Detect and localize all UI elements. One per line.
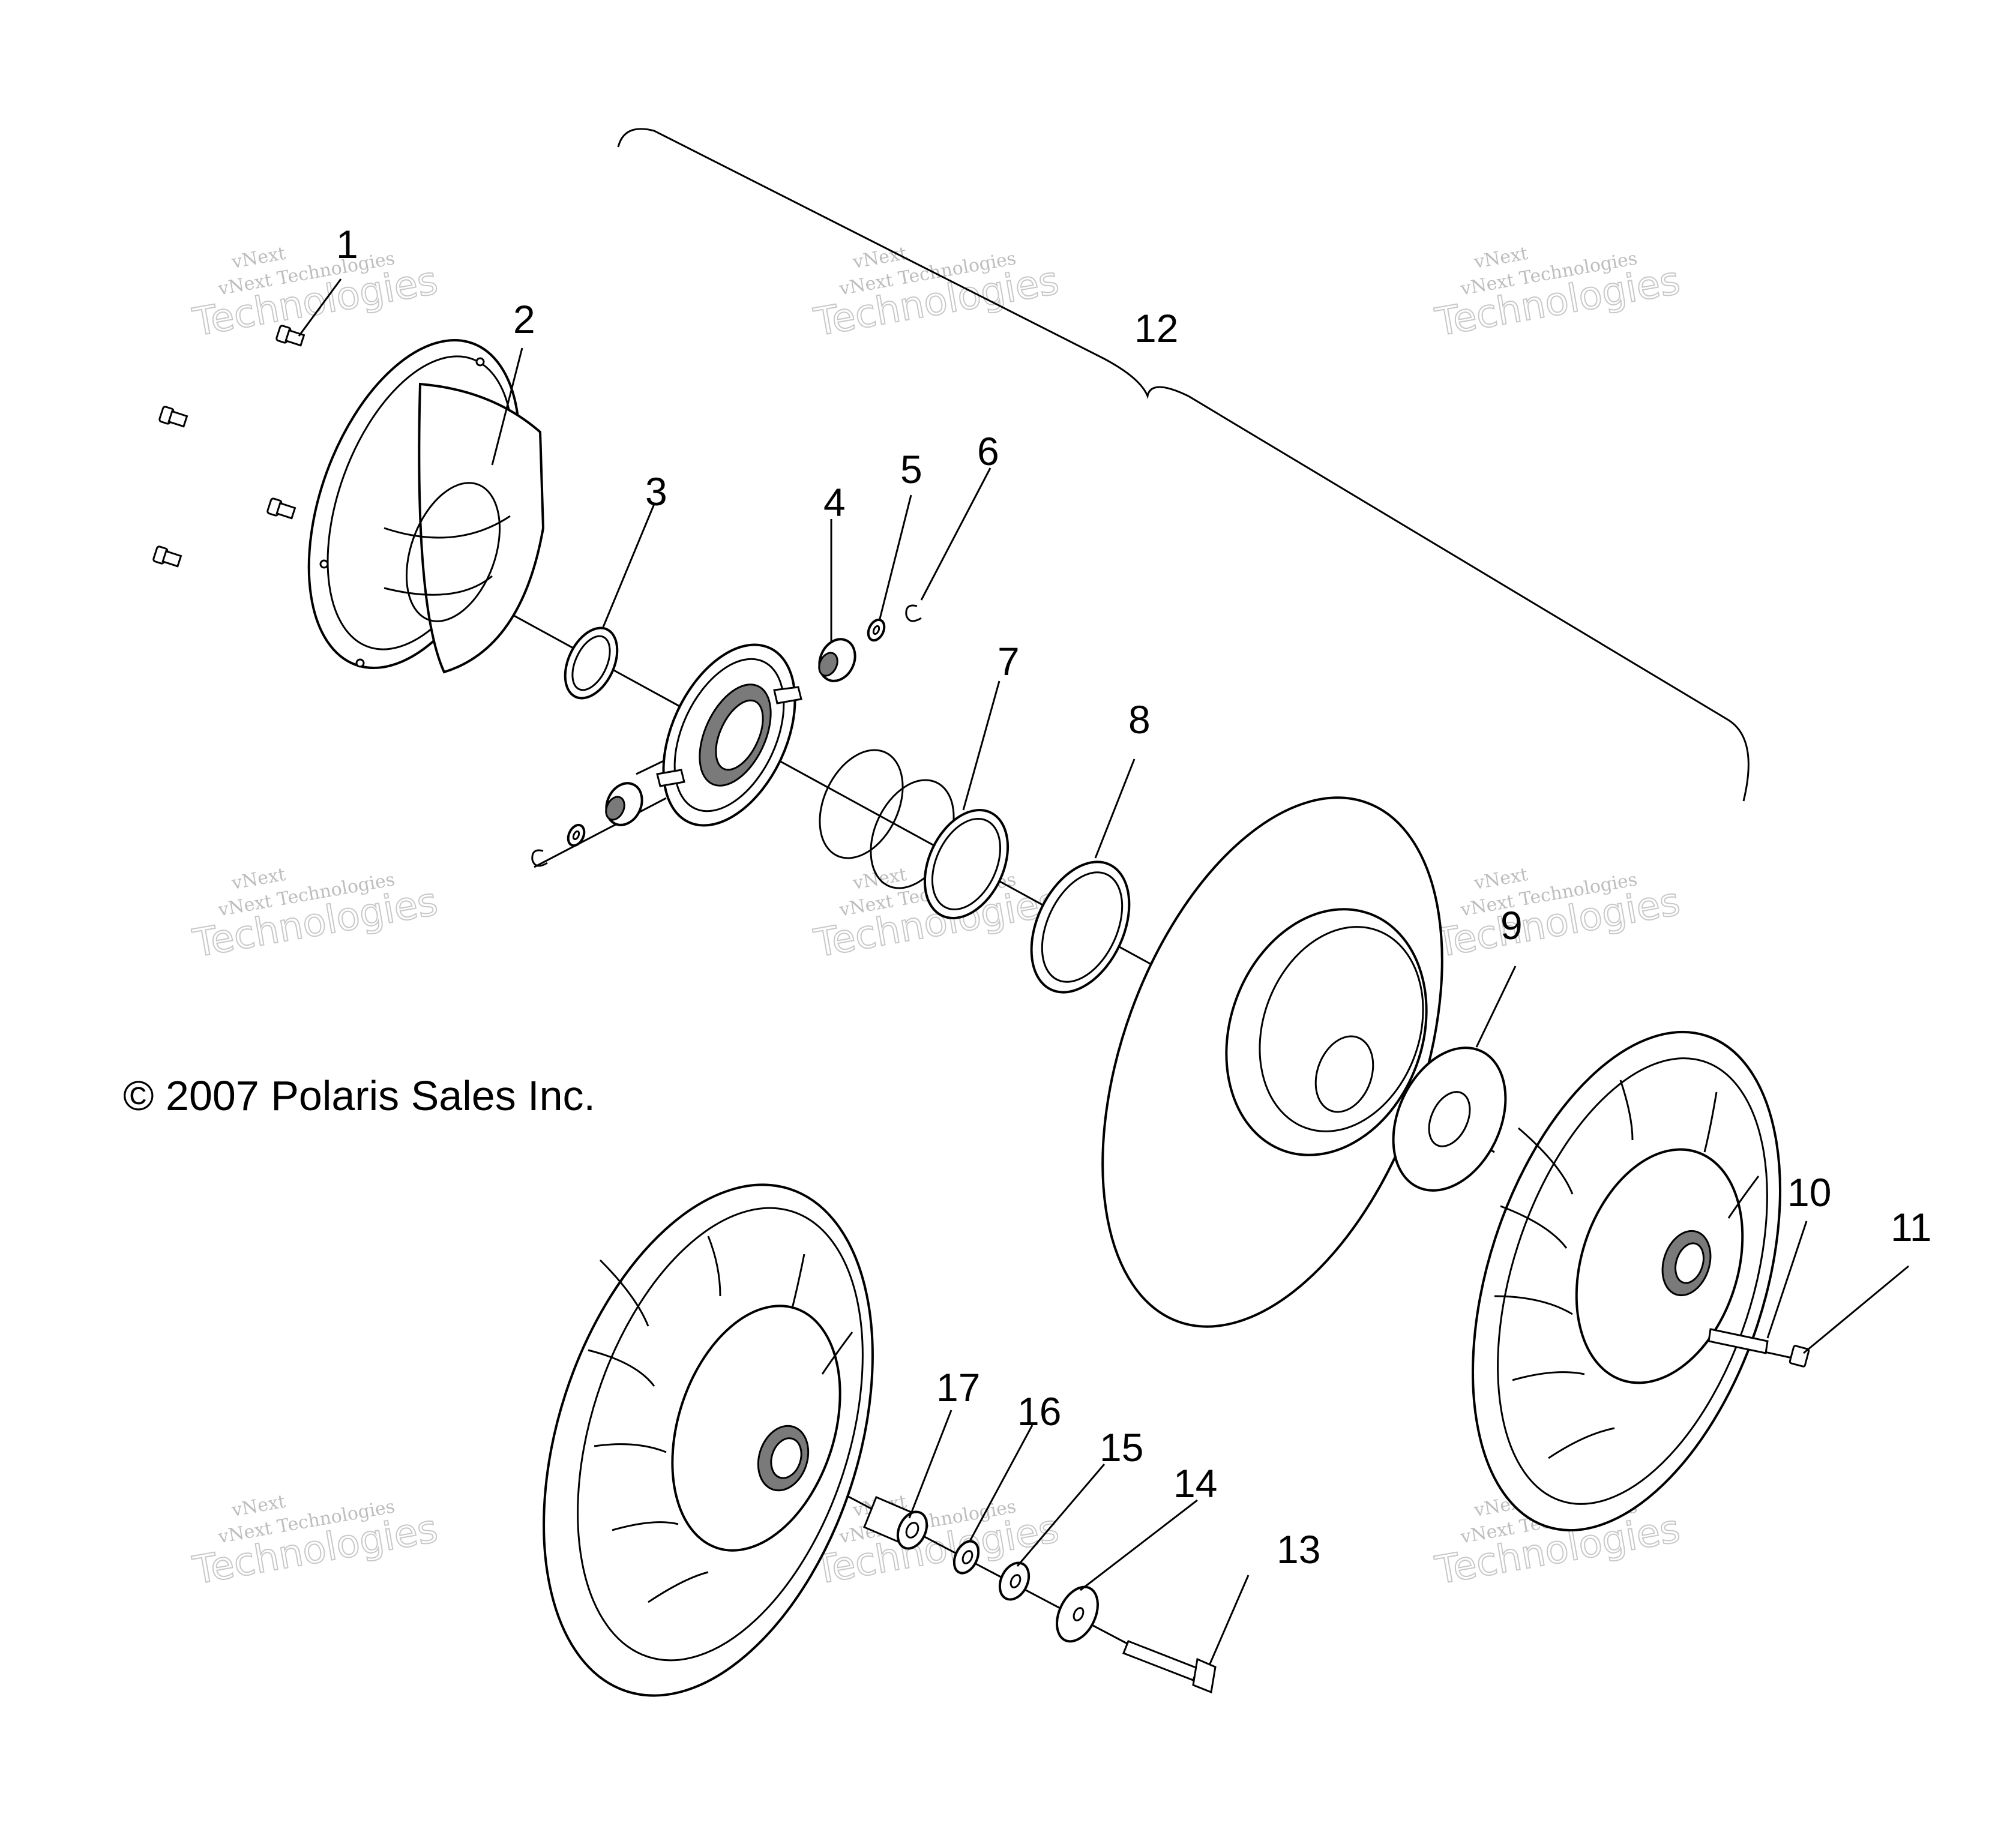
fixed-sheave-right bbox=[1472, 1030, 1781, 1532]
part-2-helix bbox=[307, 338, 545, 674]
part-3-snap-ring bbox=[564, 626, 619, 700]
part-14-washer bbox=[1056, 1585, 1099, 1643]
screw bbox=[158, 406, 188, 428]
assembly-bracket bbox=[617, 128, 1750, 802]
part-15-washer bbox=[998, 1561, 1031, 1601]
copyright-notice: © 2007 Polaris Sales Inc. bbox=[123, 1072, 595, 1119]
part-16-washer bbox=[952, 1540, 980, 1575]
callout-14: 14 bbox=[1173, 1461, 1217, 1506]
part-10-pin bbox=[1708, 1328, 1769, 1354]
screw bbox=[266, 497, 296, 520]
part-13-bolt bbox=[1122, 1640, 1217, 1694]
part-11-nut bbox=[1789, 1345, 1810, 1368]
callout-2: 2 bbox=[513, 297, 535, 341]
part-5-washer bbox=[867, 618, 886, 642]
screw bbox=[152, 545, 182, 568]
callout-12: 12 bbox=[1134, 306, 1178, 350]
callout-15: 15 bbox=[1100, 1425, 1143, 1470]
callout-10: 10 bbox=[1787, 1170, 1831, 1215]
callout-3: 3 bbox=[645, 469, 667, 514]
watermark-mid-right: vNext vNext Technologies Technologies bbox=[1431, 864, 1684, 967]
callout-7: 7 bbox=[997, 639, 1020, 683]
part-4-roller bbox=[818, 638, 856, 682]
watermark-mid-left: vNext vNext Technologies Technologies bbox=[189, 864, 442, 967]
callout-5: 5 bbox=[900, 447, 922, 491]
part-8-ring bbox=[1030, 860, 1131, 994]
callout-9: 9 bbox=[1500, 903, 1523, 948]
part-9-washer bbox=[1392, 1047, 1507, 1192]
clip-lower bbox=[531, 849, 548, 867]
part-17-spacer bbox=[863, 1496, 928, 1550]
callout-16: 16 bbox=[1017, 1389, 1061, 1434]
part-6-clip bbox=[905, 604, 922, 622]
watermark-top-center: vNext vNext Technologies Technologies bbox=[810, 243, 1063, 346]
roller-hub bbox=[656, 643, 802, 827]
callout-6: 6 bbox=[977, 429, 999, 473]
callout-4: 4 bbox=[823, 480, 846, 524]
callout-1: 1 bbox=[336, 222, 358, 266]
roller-lower bbox=[605, 782, 643, 826]
callout-11: 11 bbox=[1891, 1205, 1932, 1249]
leader-lines bbox=[298, 278, 1909, 1666]
watermark-top-right: vNext vNext Technologies Technologies bbox=[1431, 243, 1684, 346]
watermark-top-left: vNext vNext Technologies Technologies bbox=[189, 243, 442, 346]
fixed-sheave-lower bbox=[543, 1183, 874, 1697]
watermark-bottom-left: vNext vNext Technologies Technologies bbox=[189, 1491, 442, 1594]
callout-13: 13 bbox=[1277, 1527, 1320, 1572]
part-7-spring bbox=[819, 749, 1010, 919]
part-1-screws bbox=[152, 325, 305, 568]
axis-line-ring bbox=[534, 797, 667, 868]
callout-8: 8 bbox=[1128, 697, 1151, 742]
moveable-sheave bbox=[1101, 796, 1443, 1328]
screw bbox=[275, 325, 305, 347]
washer-lower bbox=[567, 823, 586, 847]
callout-17: 17 bbox=[936, 1365, 980, 1410]
